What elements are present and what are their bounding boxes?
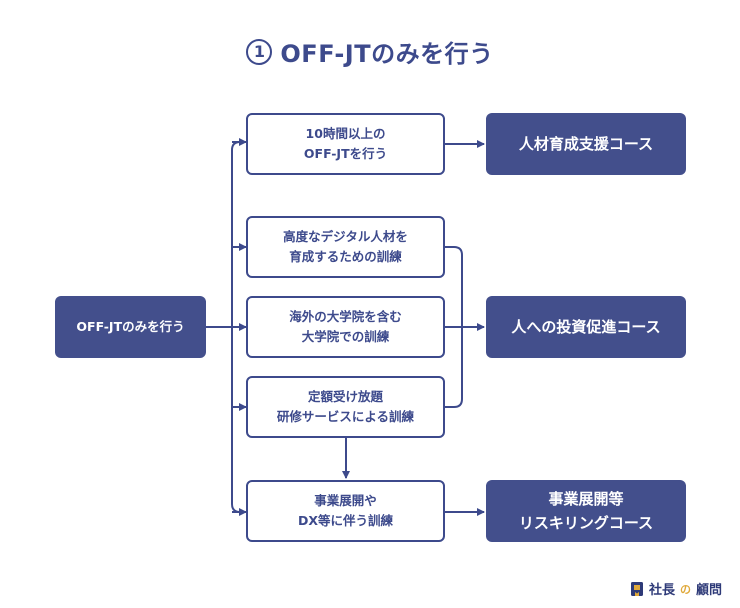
source-box-label: OFF-JTのみを行う	[76, 319, 185, 334]
option-2-line2: 育成するための訓練	[289, 249, 402, 264]
title-number-circle: 1	[246, 38, 273, 65]
course-box-3: 事業展開等 リスキリングコース	[486, 480, 686, 542]
course-3-line1: 事業展開等	[548, 490, 624, 508]
option-2-line1: 高度なデジタル人材を	[283, 229, 408, 244]
option-box-5: 事業展開や DX等に伴う訓練	[246, 480, 445, 542]
brand-text-2: の	[679, 582, 691, 596]
option-5-line2: DX等に伴う訓練	[297, 513, 393, 528]
course-3-line2: リスキリングコース	[518, 514, 654, 532]
option-4-line2: 研修サービスによる訓練	[276, 409, 415, 424]
brand-book-icon	[630, 581, 643, 596]
course-2-label: 人への投資促進コース	[511, 318, 661, 336]
option-box-2: 高度なデジタル人材を 育成するための訓練	[246, 216, 445, 278]
option-1-line2: OFF-JTを行う	[303, 146, 388, 161]
course-1-label: 人材育成支援コース	[518, 135, 654, 153]
brand-text-1: 社長	[648, 583, 675, 598]
course-box-1: 人材育成支援コース	[486, 113, 686, 175]
option-3-line1: 海外の大学院を含む	[289, 309, 402, 324]
title-text: OFF-JTのみを行う	[280, 40, 494, 68]
trunk-top-curve	[231, 141, 246, 151]
option-box-4: 定額受け放題 研修サービスによる訓練	[246, 376, 445, 438]
option-box-1: 10時間以上の OFF-JTを行う	[246, 113, 445, 175]
source-box: OFF-JTのみを行う	[55, 296, 206, 358]
page-title: 1 OFF-JTのみを行う	[0, 34, 740, 69]
brand-logo: 社長の顧問	[630, 579, 722, 598]
option-1-line1: 10時間以上の	[305, 126, 386, 141]
course-box-2: 人への投資促進コース	[486, 296, 686, 358]
trunk-bottom-curve	[231, 503, 246, 513]
option-3-line2: 大学院での訓練	[301, 329, 390, 344]
option-5-line1: 事業展開や	[314, 493, 377, 508]
option-box-3: 海外の大学院を含む 大学院での訓練	[246, 296, 445, 358]
brand-text-3: 顧問	[695, 583, 722, 598]
option-4-line1: 定額受け放題	[307, 389, 383, 404]
